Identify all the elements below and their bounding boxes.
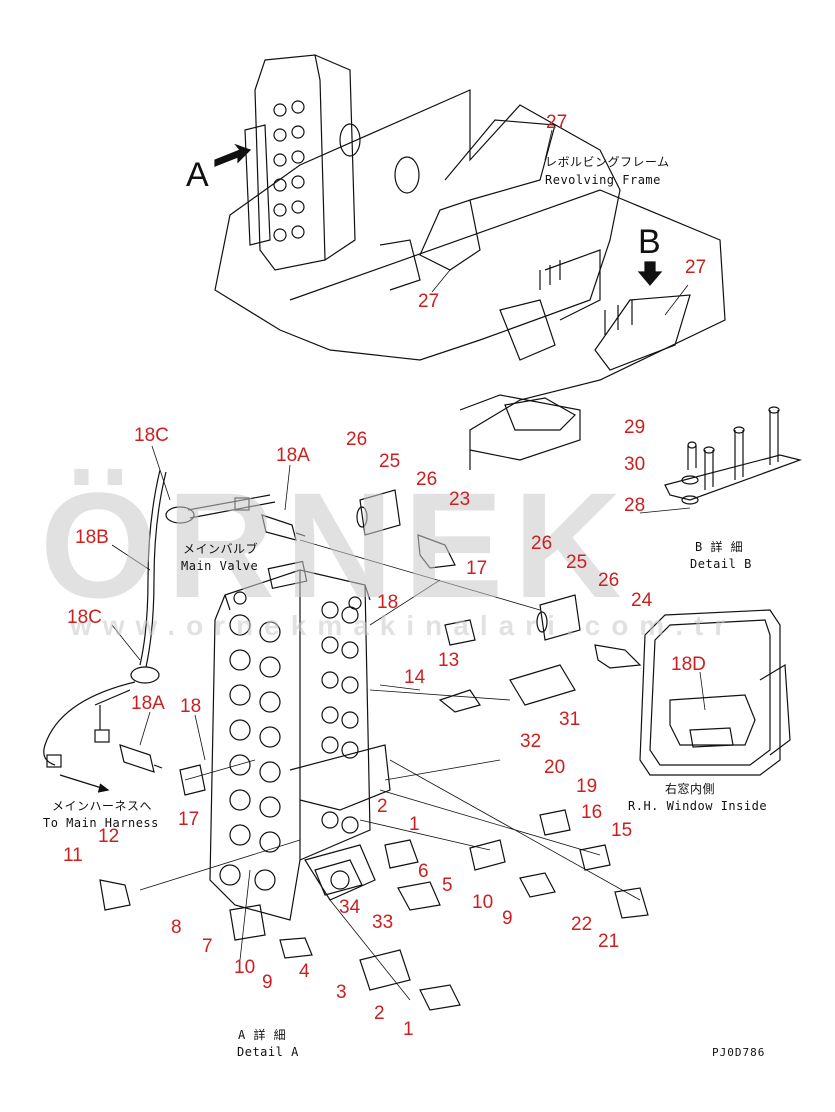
main-valve-caption-en: Main Valve xyxy=(181,559,259,573)
callout-label: 19 xyxy=(576,776,598,797)
callout-label: 2 xyxy=(374,1003,385,1024)
callout-label: 34 xyxy=(339,897,361,918)
main-valve-caption-jp: メインバルブ xyxy=(183,542,259,556)
view-letter-a: A xyxy=(186,156,209,194)
callout-label: 18 xyxy=(180,696,202,717)
callout-label: 6 xyxy=(418,861,429,882)
callout-label: 28 xyxy=(624,495,646,516)
callout-label: 16 xyxy=(581,802,603,823)
detail-b-caption-jp: B 詳 細 xyxy=(695,540,744,554)
view-letter-b: B xyxy=(638,223,661,261)
watermark-brand: ÖRNEK xyxy=(40,461,632,629)
callout-label: 5 xyxy=(442,875,453,896)
callout-label: 27 xyxy=(685,257,707,278)
callout-label: 9 xyxy=(502,908,513,929)
callout-label: 26 xyxy=(598,570,620,591)
callout-label: 10 xyxy=(234,957,256,978)
leader-lines xyxy=(111,129,706,761)
window-caption-en: R.H. Window Inside xyxy=(628,799,768,813)
window-caption-jp: 右窓内側 xyxy=(665,782,716,796)
callout-label: 1 xyxy=(409,814,420,835)
callout-label: 21 xyxy=(598,931,620,952)
callout-label: 33 xyxy=(372,912,394,933)
callout-label: 29 xyxy=(624,417,646,438)
view-arrow-b xyxy=(637,261,663,286)
callout-label: 8 xyxy=(171,917,182,938)
callout-label: 18A xyxy=(131,693,165,714)
detail-a-caption-en: Detail A xyxy=(237,1045,299,1059)
callout-label: 26 xyxy=(531,533,553,554)
rh-window-drawing xyxy=(639,609,791,776)
callout-label: 22 xyxy=(571,914,593,935)
callout-label: 18A xyxy=(276,445,310,466)
view-arrow-a xyxy=(214,143,252,167)
main-harness-caption-en: To Main Harness xyxy=(43,816,159,830)
callout-label: 26 xyxy=(416,469,438,490)
callout-label: 18C xyxy=(134,425,169,446)
callout-label: 17 xyxy=(178,809,200,830)
main-harness-caption-jp: メインハーネスへ xyxy=(52,799,153,813)
detail-b-bracket-drawing xyxy=(664,406,803,505)
callout-label: 25 xyxy=(379,451,401,472)
harness-drawing xyxy=(43,469,306,793)
watermark-url: www.ornekmakinalari.com.tr xyxy=(70,610,737,641)
revolving-frame-caption-en: Revolving Frame xyxy=(545,173,661,187)
detail-b-caption-en: Detail B xyxy=(690,557,752,571)
callout-label: 18B xyxy=(75,527,109,548)
callout-label: 13 xyxy=(438,650,460,671)
callout-label: 23 xyxy=(449,489,471,510)
callout-label: 11 xyxy=(63,845,83,866)
callout-label: 9 xyxy=(262,972,273,993)
callout-label: 10 xyxy=(472,892,494,913)
callout-label: 25 xyxy=(566,552,588,573)
callout-label: 18D xyxy=(671,654,706,675)
drawing-code: PJ0D786 xyxy=(712,1046,766,1059)
callout-label: 30 xyxy=(624,454,646,475)
detail-a-caption-jp: A 詳 細 xyxy=(238,1028,287,1042)
main-valve-small-drawing xyxy=(244,54,356,271)
callout-label: 2 xyxy=(377,796,388,817)
callout-label: 4 xyxy=(299,961,310,982)
callout-label: 27 xyxy=(546,112,568,133)
callout-label: 24 xyxy=(631,590,653,611)
callout-label: 7 xyxy=(202,936,213,957)
main-valve-large-drawing xyxy=(209,560,391,921)
callout-label: 3 xyxy=(336,982,347,1003)
callout-label: 27 xyxy=(418,291,440,312)
revolving-frame-drawing xyxy=(214,89,726,470)
callout-label: 17 xyxy=(466,558,488,579)
callout-label: 26 xyxy=(346,429,368,450)
callout-label: 1 xyxy=(403,1019,414,1040)
callout-label: 31 xyxy=(559,709,581,730)
callout-label: 14 xyxy=(404,667,426,688)
callout-label: 12 xyxy=(98,826,120,847)
fittings-drawing xyxy=(99,489,649,1011)
callout-label: 18 xyxy=(377,592,399,613)
revolving-frame-caption-jp: レボルビングフレーム xyxy=(545,155,670,169)
callout-label: 32 xyxy=(520,731,542,752)
guide-lines xyxy=(139,539,641,1001)
callout-label: 18C xyxy=(67,607,102,628)
callout-label: 15 xyxy=(611,820,633,841)
callout-label: 20 xyxy=(544,757,566,778)
